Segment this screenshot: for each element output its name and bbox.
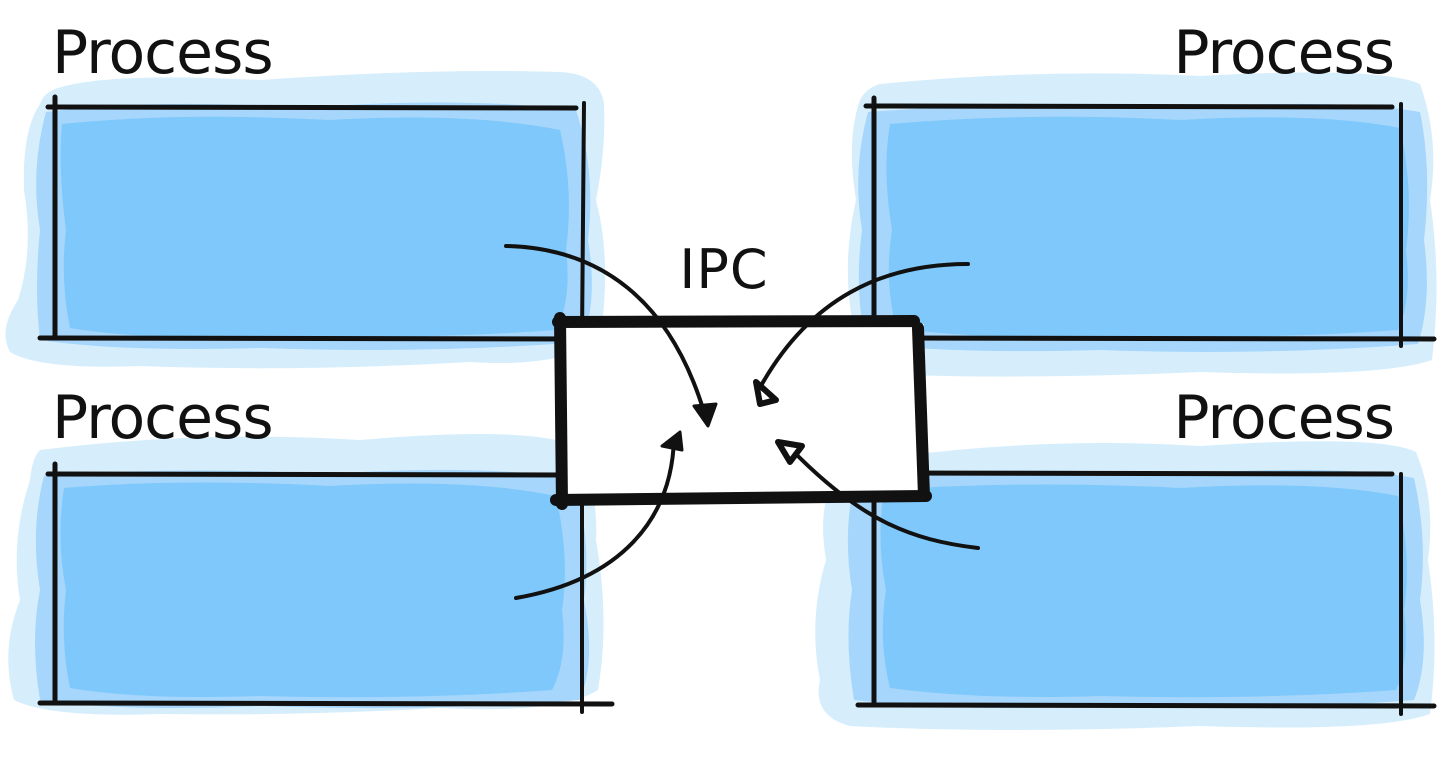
- process-box-bottom-edge: [37, 700, 615, 707]
- process-label: Process: [52, 383, 273, 453]
- process-box-top-edge: [863, 103, 1395, 110]
- arrow-head-icon: [692, 402, 718, 428]
- process-label: Process: [1173, 18, 1394, 88]
- arrow-line: [504, 244, 706, 414]
- arrow-head-icon: [753, 379, 779, 407]
- process-box-bottom-right: Process: [815, 383, 1437, 730]
- arrow-line: [788, 446, 980, 550]
- ipc-box-outline: [550, 312, 932, 510]
- arrow-head-icon: [775, 439, 805, 465]
- arrow-line: [514, 436, 676, 600]
- process-box-right-edge: [580, 101, 586, 340]
- process-box-fill: [60, 482, 565, 698]
- ipc-arrow-from-top-left: [504, 244, 718, 428]
- process-box-fill: [886, 116, 1409, 338]
- ipc-box-fill: [560, 324, 924, 496]
- process-box-fill: [60, 116, 569, 338]
- process-box-top-edge: [863, 470, 1395, 477]
- ipc-box: IPC: [550, 238, 932, 510]
- process-box-fill: [880, 484, 1407, 698]
- process-box-top-edge: [45, 471, 569, 478]
- process-box-bottom-edge: [37, 335, 603, 342]
- process-box-top-right: Process: [847, 18, 1437, 377]
- ipc-arrow-from-bottom-right: [775, 439, 980, 550]
- arrow-head-icon: [660, 430, 684, 452]
- ipc-arrow-from-top-right: [753, 262, 970, 407]
- process-box-bottom-edge: [897, 335, 1437, 342]
- ipc-arrow-from-bottom-left: [514, 430, 684, 600]
- process-label: Process: [52, 18, 273, 88]
- process-box-top-edge: [45, 104, 579, 111]
- arrow-line: [760, 262, 970, 386]
- process-box-bottom-edge: [855, 702, 1437, 709]
- process-box-top-left: Process: [5, 18, 606, 369]
- process-label: Process: [1173, 383, 1394, 453]
- process-box-bottom-left: Process: [8, 383, 615, 715]
- ipc-label: IPC: [679, 238, 768, 301]
